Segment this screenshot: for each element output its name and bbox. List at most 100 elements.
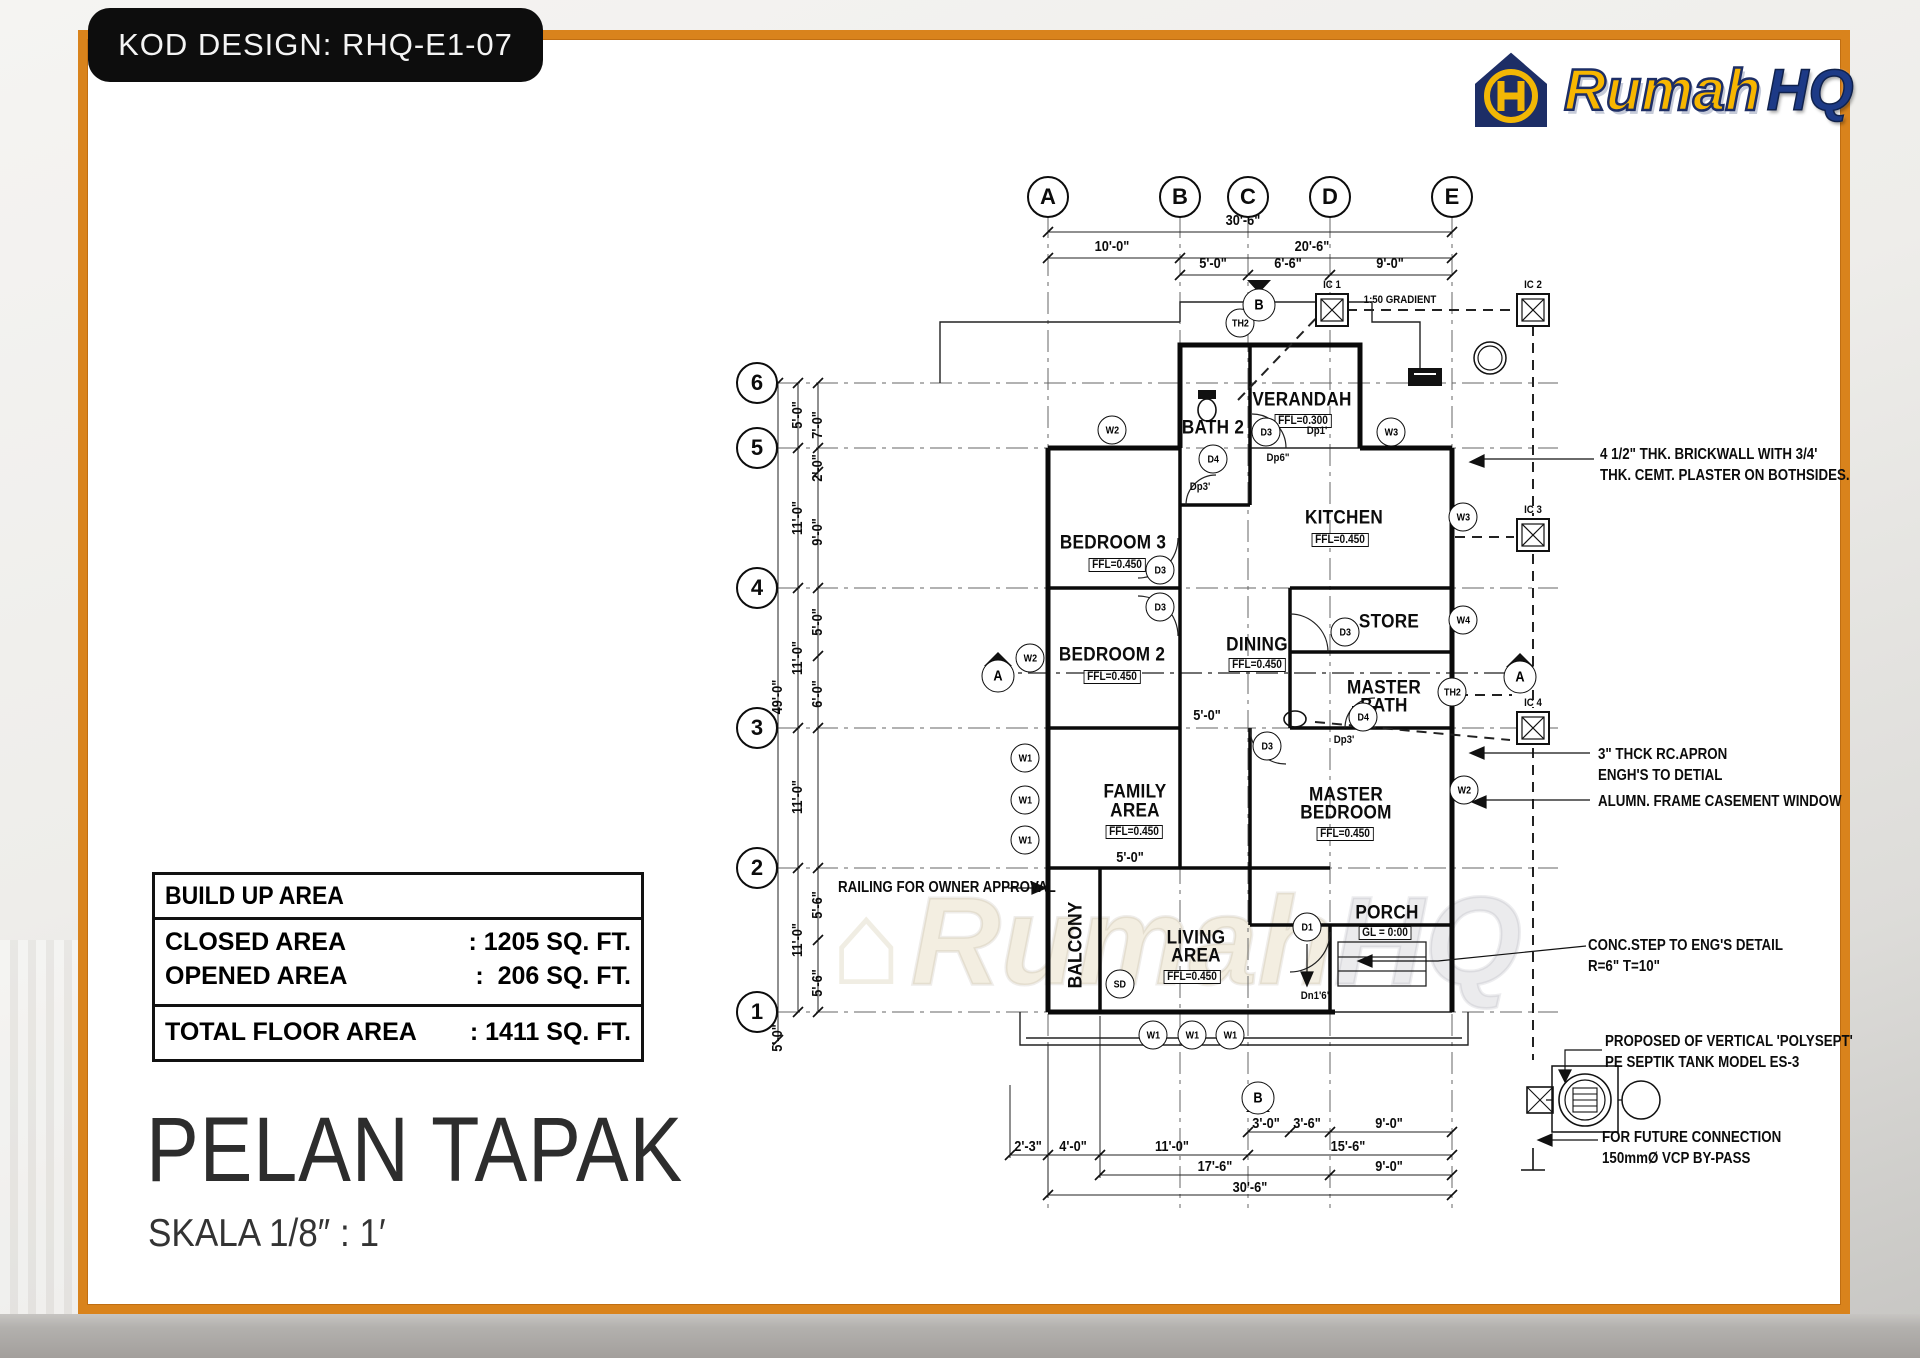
build-up-area-table: BUILD UP AREA CLOSED AREA : 1205 SQ. FT.… (152, 872, 644, 1063)
table-row: OPENED AREA : 206 SQ. FT. (165, 960, 631, 994)
dimension-label: 5'-0" (1193, 708, 1221, 724)
dimension-ticks (772, 226, 1458, 1201)
dimension-label: 2'-3" (1014, 1139, 1042, 1155)
dimension-label: 5'-0" (770, 1024, 786, 1052)
ic-label: IC 4 (1524, 697, 1542, 709)
door-marker: D4 (1198, 444, 1228, 474)
door-leaf-label: Dp3' (1333, 734, 1355, 746)
ic-label: IC 3 (1524, 504, 1542, 516)
section-marker-A: A (981, 659, 1015, 693)
dimension-label-overall: 49'-0" (770, 679, 786, 715)
door-swings (1137, 413, 1376, 973)
ic-label: IC 1 (1323, 279, 1341, 291)
section-marker-B: B (1241, 1081, 1275, 1115)
dimension-label: 5'-0" (1199, 256, 1227, 272)
row-label: OPENED AREA (165, 961, 348, 990)
room-label-family-area: FAMILY (1103, 780, 1167, 803)
window-marker: W1 (1010, 743, 1040, 773)
level-label: FFL=0.450 (1105, 825, 1163, 839)
table-total-row: TOTAL FLOOR AREA : 1411 SQ. FT. (155, 1007, 641, 1060)
window-marker: W1 (1010, 825, 1040, 855)
section-marker-A: A (1503, 660, 1537, 694)
room-label-bedroom3: BEDROOM 3 (1059, 531, 1167, 554)
porch-steps (1337, 941, 1427, 987)
logo-text-rumah: Rumah (1563, 56, 1762, 124)
leader-lines (1008, 454, 1602, 1147)
logo-text-hq: HQ (1766, 57, 1855, 124)
annotation-future-connection: FOR FUTURE CONNECTION 150mmØ VCP BY-PASS (1602, 1129, 1782, 1167)
dimension-label: 7'-0" (810, 411, 826, 439)
gradient-label: 1:50 GRADIENT (1363, 294, 1437, 306)
window-marker: W1 (1010, 785, 1040, 815)
annotation-conc-step: CONC.STEP TO ENG'S DETAIL R=6" T=10" (1588, 937, 1784, 975)
room-label-verandah: VERANDAH (1252, 388, 1352, 411)
window-marker: W1 (1215, 1020, 1245, 1050)
grid-row-3: 3 (736, 707, 778, 749)
window-marker: W3 (1448, 502, 1478, 532)
dimension-label: 11'-0" (790, 780, 806, 814)
grid-row-1: 1 (736, 991, 778, 1033)
room-label-dining: DINING (1226, 633, 1288, 656)
dimension-label: 5'-6" (810, 969, 826, 997)
dimension-label: 5'-6" (810, 891, 826, 919)
door-leaf-label: Dp1' (1306, 425, 1328, 437)
window-marker: W1 (1177, 1020, 1207, 1050)
window-marker: W4 (1448, 605, 1478, 635)
dimension-label: 9'-0" (1376, 256, 1404, 272)
window-marker: W2 (1097, 415, 1127, 445)
row-label: TOTAL FLOOR AREA (165, 1017, 417, 1046)
outer-walls (1045, 342, 1455, 1015)
grid-row-4: 4 (736, 567, 778, 609)
room-label-master-bedroom: MASTER (1308, 783, 1384, 806)
dimension-label: 6'-6" (1274, 256, 1302, 272)
level-label: FFL=0.450 (1088, 558, 1146, 572)
ic-label: IC 2 (1524, 279, 1542, 291)
tower-marker: TH2 (1437, 677, 1467, 707)
dimension-lines (777, 231, 1452, 1198)
dimension-label: 2'-0" (810, 454, 826, 482)
dimension-label: 5'-0" (1116, 850, 1144, 866)
dimension-label: 9'-0" (1375, 1159, 1403, 1175)
door-marker: D3 (1330, 617, 1360, 647)
dimension-label: 20'-6" (1294, 239, 1330, 255)
septic-tank-diagram (1521, 1065, 1661, 1171)
dimension-label: 17'-6" (1197, 1159, 1233, 1175)
design-code-text: KOD DESIGN: RHQ-E1-07 (118, 27, 513, 62)
window-marker: W3 (1376, 417, 1406, 447)
room-label-living-area: AREA (1171, 944, 1221, 967)
room-label-living-area: LIVING (1166, 926, 1226, 949)
annotation-rc-apron: 3" THCK RC.APRON ENGH'S TO DETIAL (1598, 746, 1728, 784)
apron-outline (939, 301, 1469, 1046)
door-leaf-label: Dp3' (1189, 481, 1211, 493)
door-marker: D3 (1145, 555, 1175, 585)
table-row: CLOSED AREA : 1205 SQ. FT. (165, 926, 631, 960)
dimension-label: 11'-0" (1155, 1139, 1189, 1155)
interior-walls (1048, 345, 1452, 1012)
table-body: CLOSED AREA : 1205 SQ. FT. OPENED AREA :… (155, 920, 641, 1007)
sliding-door-marker: SD (1105, 969, 1135, 999)
grid-row-6: 6 (736, 362, 778, 404)
dimension-label: 3'-0" (1252, 1116, 1280, 1132)
room-label-kitchen: KITCHEN (1304, 506, 1384, 529)
house-logo-icon (1471, 47, 1551, 131)
door-marker: D3 (1145, 592, 1175, 622)
table-header: BUILD UP AREA (155, 875, 641, 920)
level-label: FFL=0.300 (1274, 414, 1332, 428)
level-label: FFL=0.450 (1083, 670, 1141, 684)
grid-column-A: A (1027, 176, 1069, 218)
dimension-label: 4'-0" (1059, 1139, 1087, 1155)
annotation-septic-tank: PROPOSED OF VERTICAL 'POLYSEPT' PE SEPTI… (1605, 1033, 1853, 1071)
window-marker: W2 (1449, 775, 1479, 805)
row-value: : 1205 SQ. FT. (468, 928, 631, 956)
rumahhq-logo: Rumah HQ (1468, 44, 1854, 136)
dimension-label: 10'-0" (1094, 239, 1130, 255)
dimension-label: 11'-0" (790, 501, 806, 535)
dimension-label: 30'-6" (1232, 1180, 1268, 1196)
dimension-label: 9'-0" (810, 518, 826, 546)
level-label: FFL=0.450 (1316, 827, 1374, 841)
level-label: FFL=0.450 (1311, 533, 1369, 547)
dimension-label: 11'-0" (790, 641, 806, 675)
room-label-balcony: BALCONY (1064, 901, 1087, 989)
dimension-label: 5'-0" (810, 608, 826, 636)
